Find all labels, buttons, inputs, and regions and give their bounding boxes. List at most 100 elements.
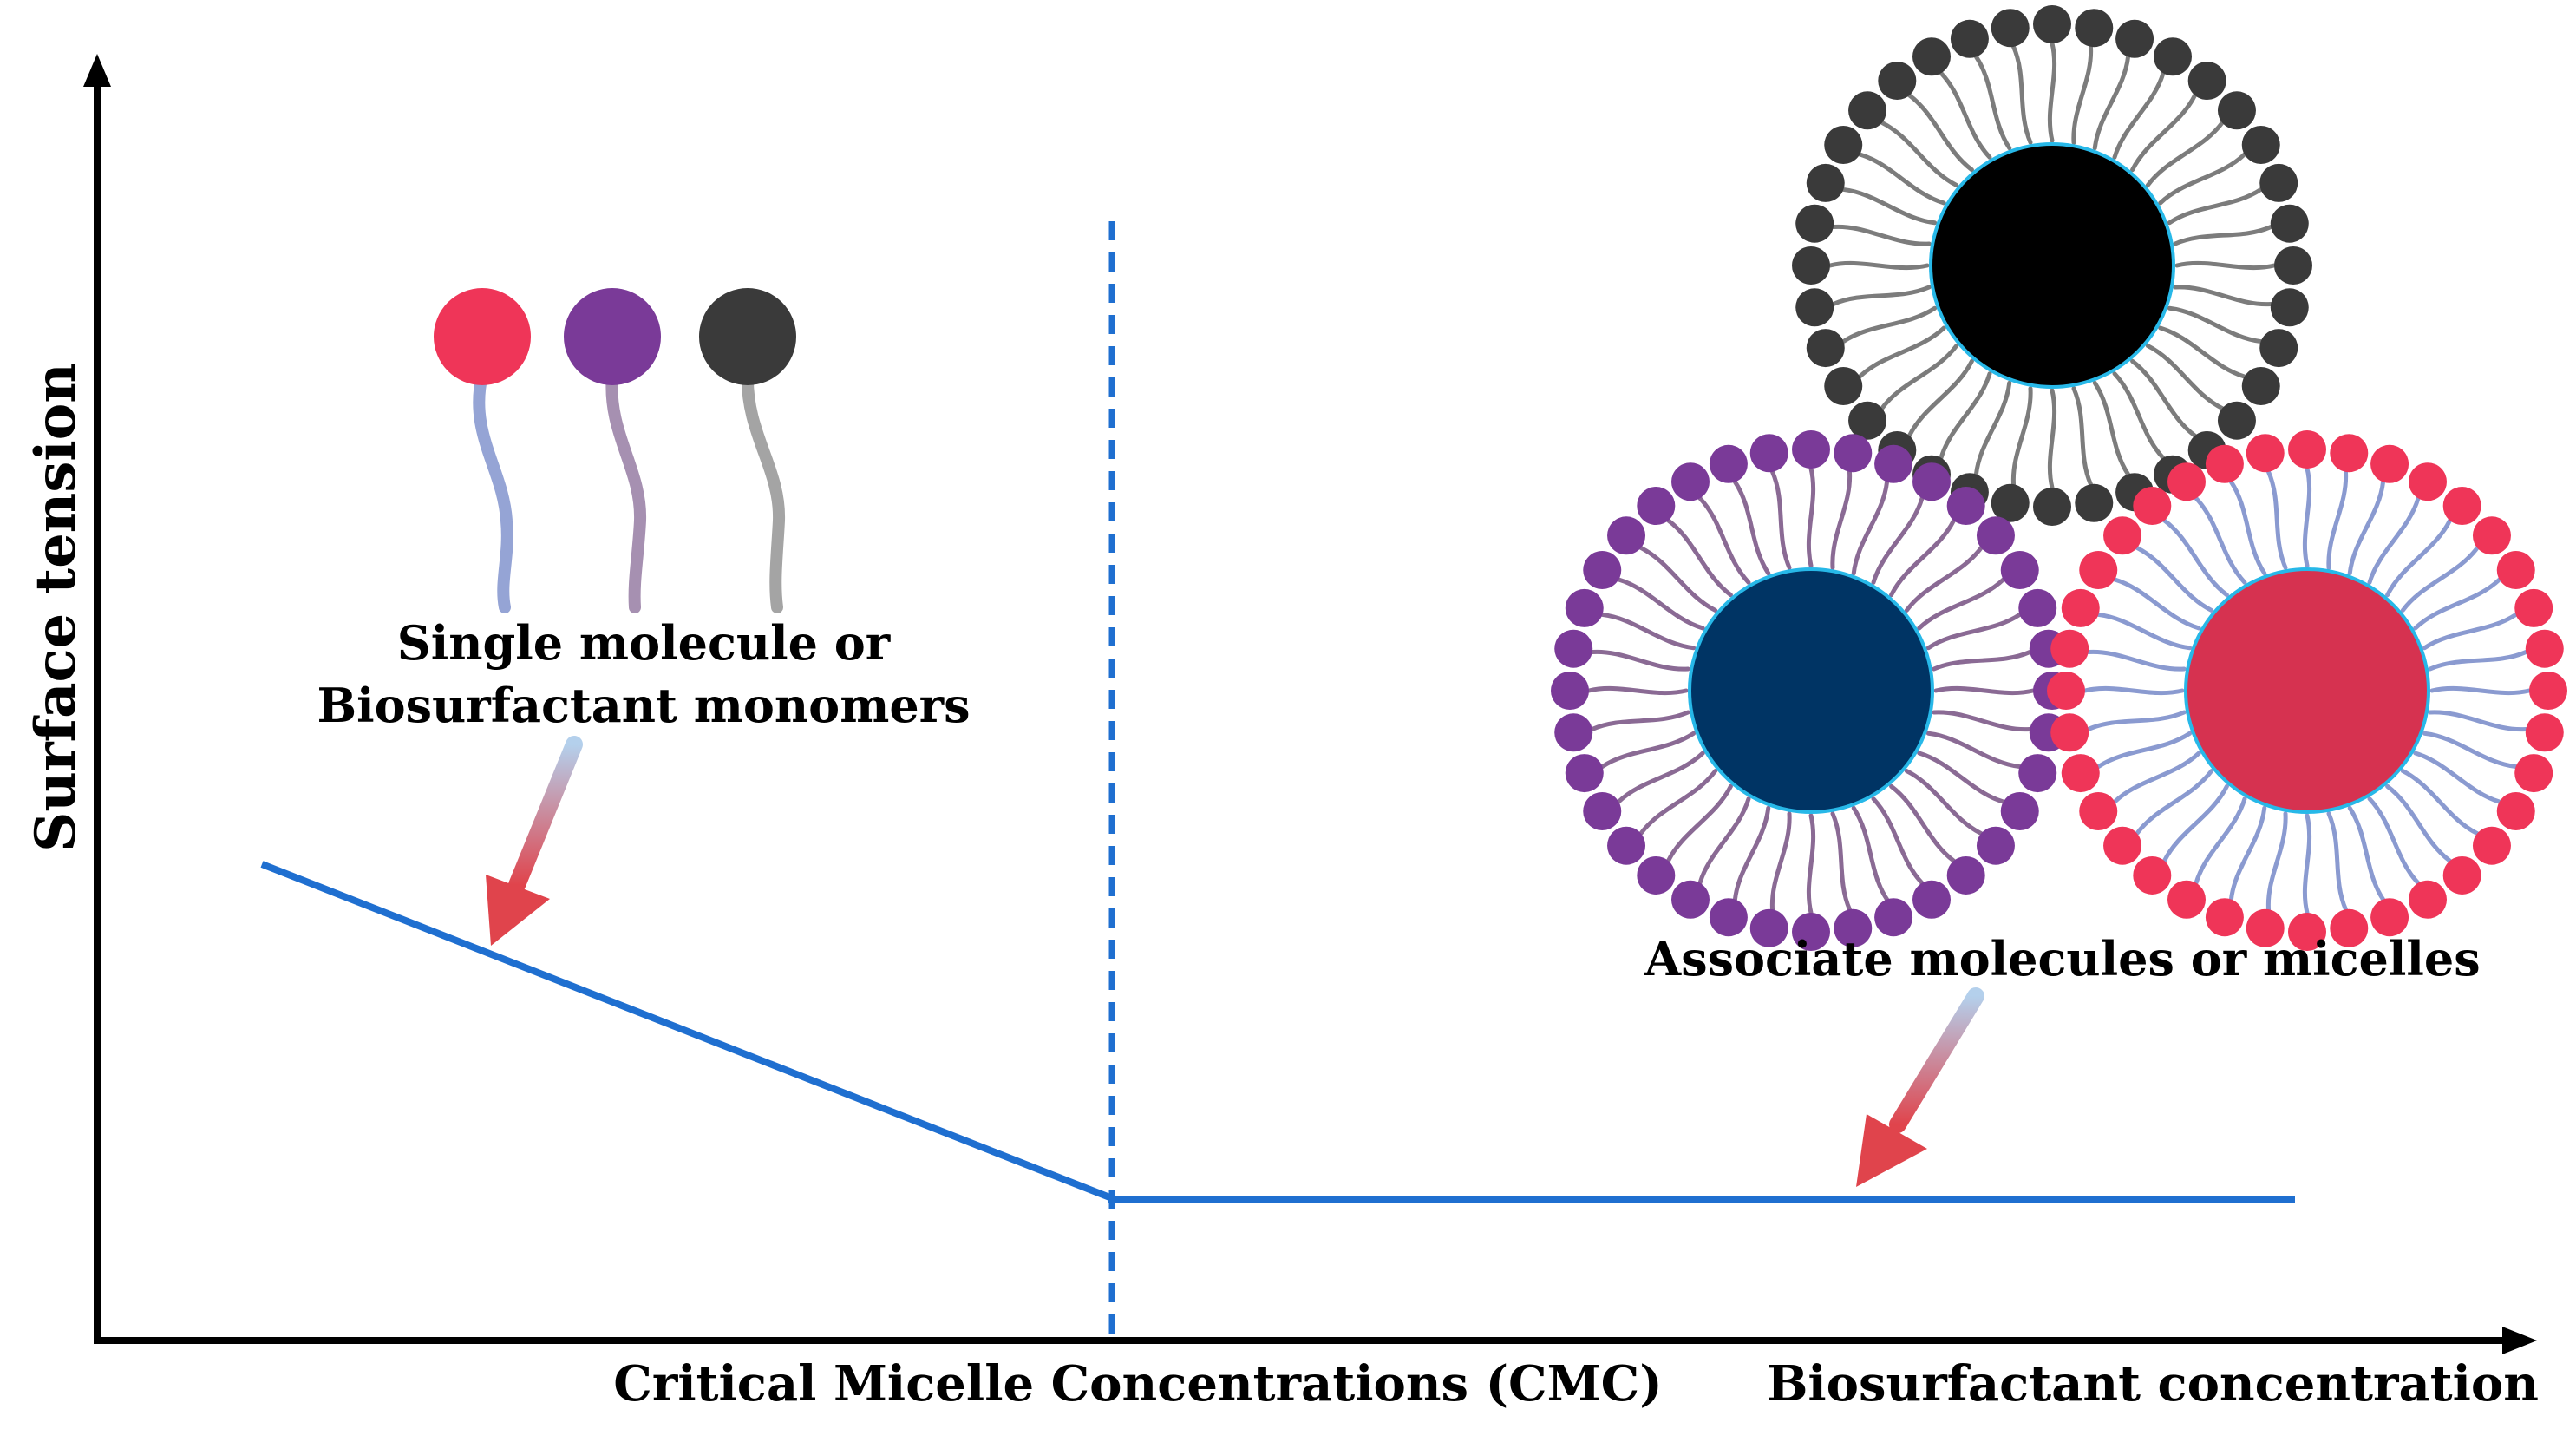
micelle-head: [2217, 401, 2256, 440]
micelle-tail: [2429, 685, 2532, 696]
micelle-head: [2259, 163, 2298, 202]
micelle-head: [1795, 204, 1834, 243]
micelle-tail: [2194, 495, 2247, 585]
micelle-tail: [2174, 260, 2277, 271]
red-monomer: [434, 288, 531, 613]
micelle-head: [2133, 487, 2172, 526]
micelle-head: [1749, 434, 1788, 473]
black-micelle-core: [1929, 142, 2175, 389]
micelle-tail: [2326, 811, 2348, 912]
micelle-head: [2370, 898, 2409, 937]
micelle-head: [2270, 204, 2309, 243]
micelle-head: [1912, 37, 1951, 76]
micelle-head: [2246, 434, 2285, 473]
micelle-tail: [1973, 54, 2012, 151]
micelle-tail: [1770, 811, 1792, 912]
micelle-head: [1834, 434, 1873, 473]
micelle-tail: [1830, 469, 1852, 570]
micelle-head: [2241, 126, 2280, 164]
micelle-tail: [2130, 93, 2198, 173]
micelle-head: [2018, 754, 2057, 793]
x-axis-label-cmc: Critical Micelle Concentrations (CMC): [613, 1355, 1662, 1413]
micelle-head: [2409, 880, 2447, 919]
micelle-head: [2274, 246, 2312, 285]
micelle-head: [2018, 588, 2057, 627]
micelle-tail: [1889, 783, 1957, 863]
micelle-head: [1792, 430, 1830, 469]
micelle-tail: [1857, 152, 1946, 206]
micelle-tail: [2228, 479, 2267, 576]
micelle-head: [2442, 487, 2481, 526]
micelle-head: [1554, 629, 1593, 668]
micelle-head: [1976, 516, 2015, 555]
micelle-head: [1749, 908, 1788, 947]
micelle-tail: [2092, 380, 2131, 477]
micelle-head: [2050, 629, 2089, 668]
micelle-head: [1565, 588, 1604, 627]
micelle-tail: [2367, 796, 2421, 886]
micelle-head: [1583, 551, 1622, 589]
micelle-tail: [1697, 796, 1751, 886]
micelle-head: [1551, 672, 1589, 710]
micelle-head: [1912, 880, 1951, 919]
micelle-tail: [1827, 260, 1930, 271]
micelle-tail: [1638, 769, 1718, 836]
black-monomer-tail: [741, 369, 786, 613]
micelle-tail: [2112, 577, 2201, 631]
micelle-tail: [2413, 577, 2502, 631]
micelle-head: [1795, 288, 1834, 327]
micelle-tail: [1889, 518, 1957, 598]
micelle-tail: [2130, 358, 2198, 438]
micelle-tail: [2047, 41, 2057, 143]
micelle-head: [2205, 444, 2244, 483]
micelle-head: [1946, 855, 1985, 895]
red-micelle-core: [2184, 567, 2430, 814]
micelle-head: [2442, 855, 2481, 895]
micelle-arrow: [1856, 987, 1984, 1187]
micelle-head: [1991, 9, 2030, 48]
micelle-head: [2409, 462, 2447, 501]
black-monomer-head: [699, 288, 796, 385]
micelle-tail: [2302, 813, 2312, 915]
micelle-head: [1874, 444, 1913, 483]
monomer-label-line2: Biosurfactant monomers: [317, 678, 970, 733]
micelle-tail: [2161, 518, 2229, 598]
micelle-head: [2525, 713, 2564, 752]
micelle-label: Associate molecules or micelles: [1644, 931, 2480, 987]
micelle-tail: [1616, 751, 1705, 804]
micelle-tail: [2266, 469, 2288, 570]
micelle-head: [2079, 792, 2118, 830]
monomer-label-line1: Single molecule or: [397, 615, 891, 671]
micelle-tail: [1840, 305, 1938, 344]
micelle-tail: [2173, 225, 2273, 246]
micelle-tail: [1697, 495, 1751, 585]
micelle-head: [2033, 488, 2071, 526]
micelle-head: [2288, 430, 2326, 469]
micelle-head: [1834, 908, 1873, 947]
micelle-tail: [1590, 710, 1690, 731]
micelle-tail: [1806, 813, 1816, 915]
y-axis-label: Surface tension: [23, 363, 88, 852]
micelle-tail: [1599, 612, 1697, 651]
micelle-tail: [1599, 731, 1697, 770]
micelle-tail: [2011, 44, 2033, 145]
micelle-head: [2496, 792, 2535, 830]
micelle-head: [2079, 551, 2118, 589]
micelle-tail: [2112, 751, 2201, 804]
micelle-tail: [2145, 344, 2225, 411]
micelle-tail: [2095, 612, 2193, 651]
purple-monomer: [564, 288, 661, 613]
micelle-head: [1709, 898, 1748, 937]
micelle-tail: [2112, 371, 2166, 461]
micelle-head: [2259, 329, 2298, 368]
micelle-head: [2514, 754, 2553, 793]
micelle-tail: [2082, 685, 2185, 696]
micelle-tail: [2071, 386, 2093, 487]
axes: [83, 54, 2537, 1354]
micelle-head: [2075, 483, 2114, 522]
micelle-tail: [1806, 466, 1816, 568]
micelle-tail: [2173, 285, 2273, 307]
micelle-tail: [2413, 751, 2502, 804]
micelle-head: [1792, 913, 1830, 951]
